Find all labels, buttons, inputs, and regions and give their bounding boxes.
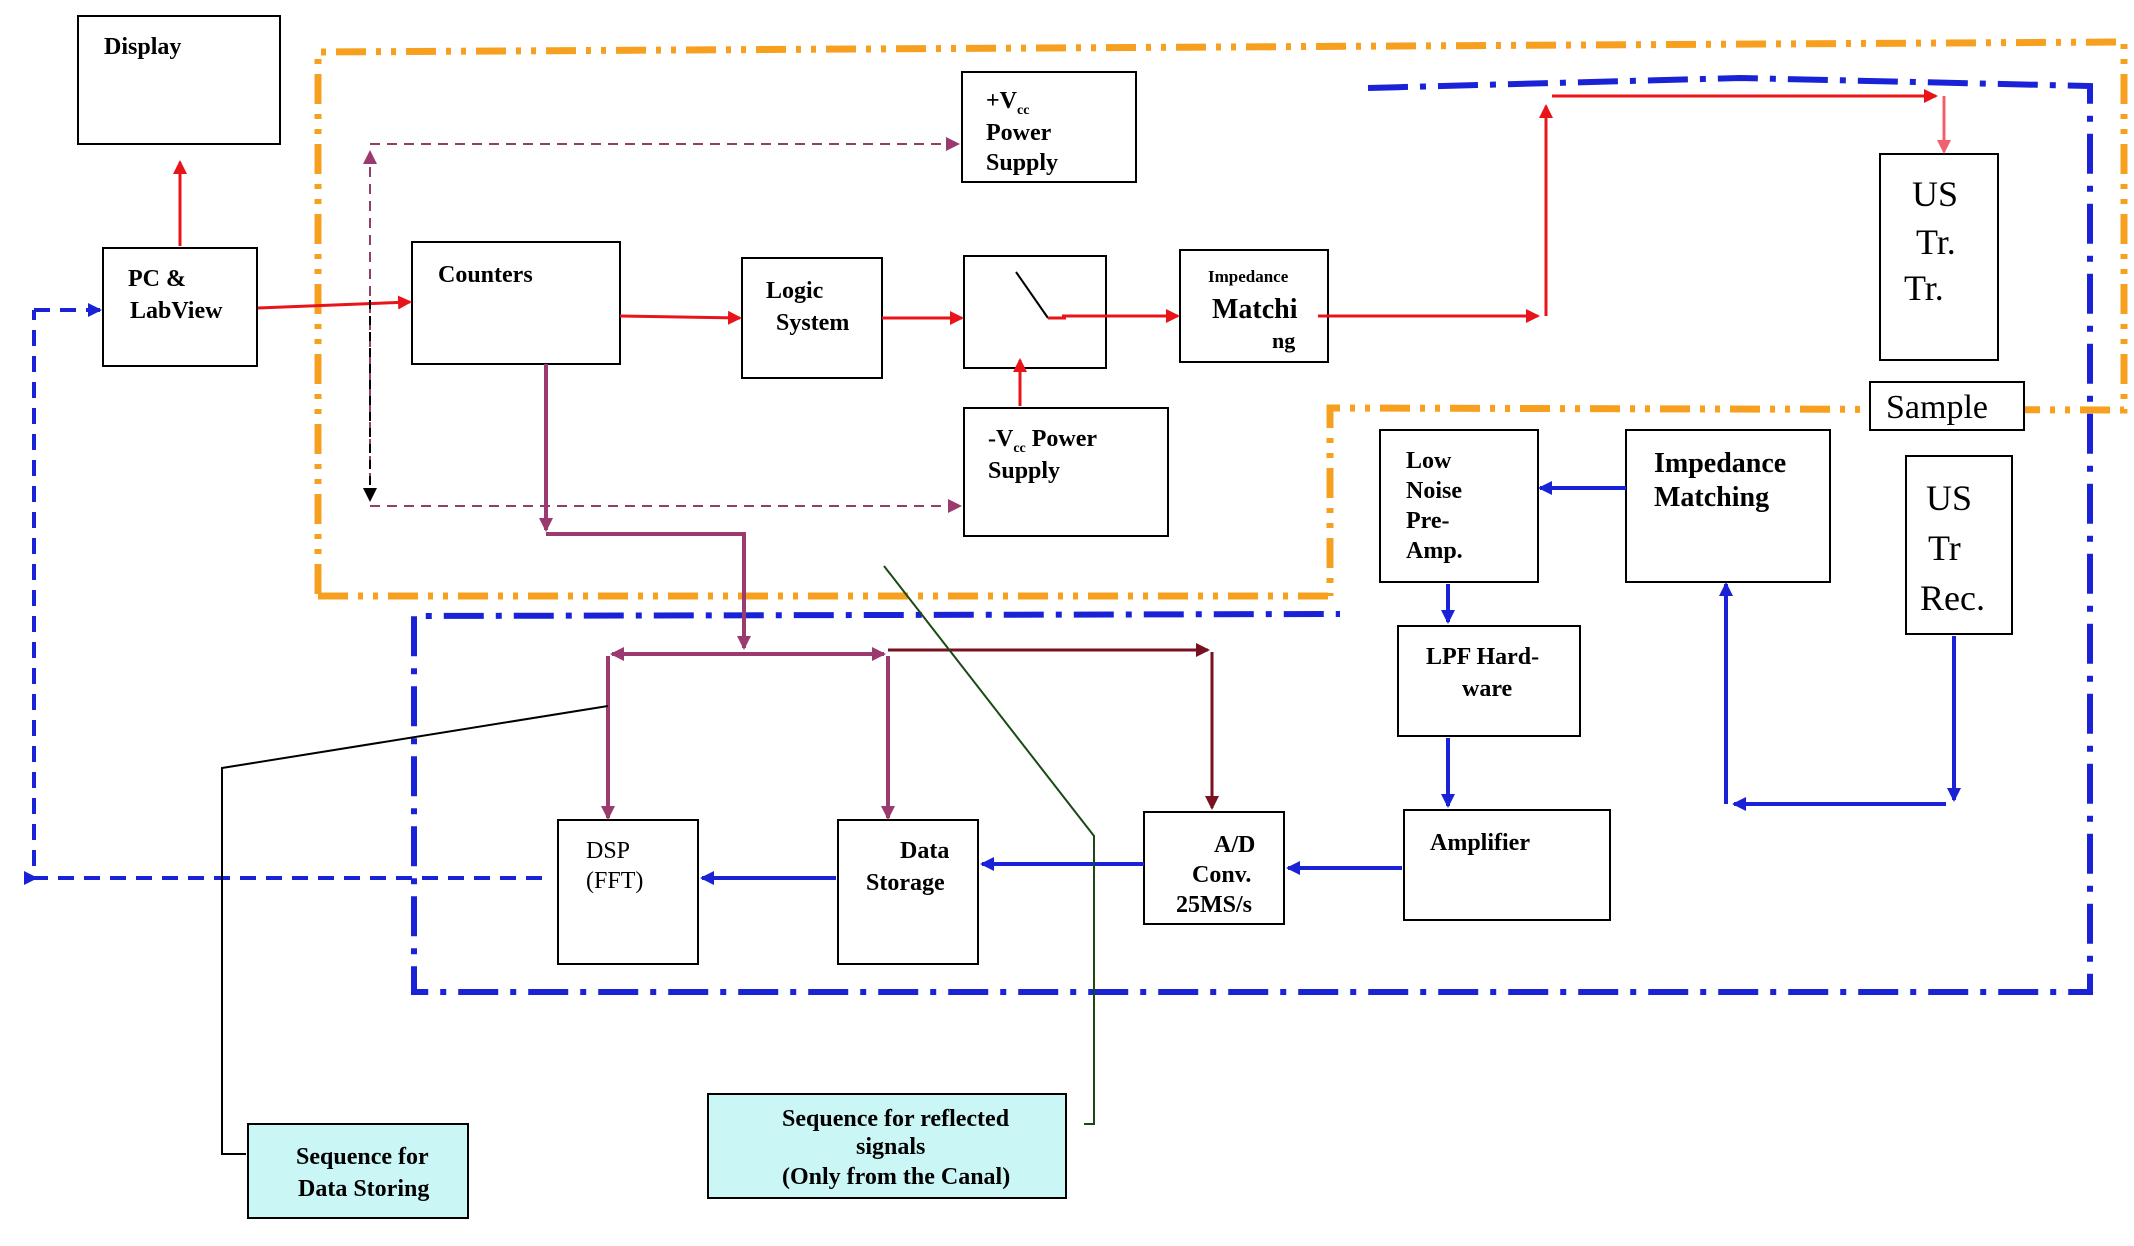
lpf-line1: LPF Hard- [1426,644,1539,670]
us-rec-line3: Rec. [1920,578,1985,618]
data-storage-block [837,819,979,965]
note-reflected-line3: (Only from the Canal) [782,1164,1010,1190]
note-reflected-line1: Sequence for reflected [782,1106,1010,1132]
lpf-line2: ware [1462,676,1513,702]
power-control-dashed [363,137,962,513]
vcc-pos-power: Power [986,120,1052,146]
logic-label-line1: Logic [766,278,824,304]
vcc-pos-sign: +V [986,88,1018,114]
us-transmitter-block [1879,153,1999,361]
us-tr-line1: US [1912,174,1958,214]
vcc-neg-label: -Vcc Power [988,426,1097,456]
vcc-neg-sign: -V [988,426,1014,452]
vcc-neg-sub: cc [1013,441,1025,456]
pc-label-line2: LabView [130,298,223,324]
us-receiver-block [1905,455,2013,635]
switch-block [963,255,1107,369]
dsp-block [557,819,699,965]
storage-line1: Data [900,838,949,864]
callout-leaders [221,565,1095,1155]
adc-line1: A/D [1214,832,1255,858]
receive-path [700,481,1961,885]
rx-group-outline [411,74,2093,995]
counters-block [411,241,621,365]
lna-line2: Noise [1406,478,1462,504]
vcc-pos-sub: cc [1017,103,1029,118]
us-tr-line3: Tr. [1904,268,1944,308]
transmit-path [173,89,1938,406]
lpf-hardware-block [1397,625,1581,737]
adc-block [1143,811,1285,925]
adc-line2: Conv. [1192,862,1251,888]
lna-line1: Low [1406,448,1452,474]
impedance-matching-tx-block [1179,249,1329,363]
lna-line4: Amp. [1406,538,1463,564]
storage-line2: Storage [866,870,945,896]
imp-tx-big-line1: Matchi [1212,294,1298,325]
pc-label-line1: PC & [128,266,186,292]
note-storing-line1: Sequence for [296,1144,429,1170]
tx-group-outline [314,38,2128,600]
logic-system-block [741,257,883,379]
amplifier-block [1403,809,1611,921]
adc-line3: 25MS/s [1176,892,1252,918]
feedback-dashed-path [24,303,542,885]
counters-label: Counters [438,262,533,288]
logic-label-line2: System [776,310,849,336]
lna-line3: Pre- [1406,508,1450,534]
us-tr-line2: Tr. [1916,222,1956,262]
adc-control-path [888,643,1219,810]
vcc-pos-label: +Vcc [986,88,1029,118]
imp-tx-small: Impedance [1208,267,1289,286]
us-rec-line1: US [1926,478,1972,518]
vcc-neg-supply: Supply [988,458,1060,484]
display-label: Display [104,34,181,60]
note-data-storing [247,1123,469,1219]
vcc-negative-supply-block [963,407,1169,537]
vcc-pos-supply: Supply [986,150,1058,176]
dsp-line2: (FFT) [586,868,643,894]
pc-labview-block [102,247,258,367]
sample-block [1869,381,2025,431]
sample-label: Sample [1886,389,1988,426]
dsp-line1: DSP [586,838,630,864]
imp-rx-line2: Matching [1654,482,1769,513]
vcc-neg-power: Power [1026,426,1098,452]
note-reflected-line2: signals [856,1134,925,1160]
counter-control-path [539,364,895,820]
note-storing-line2: Data Storing [298,1176,429,1202]
vcc-positive-supply-block [961,71,1137,183]
low-noise-preamp-block [1379,429,1539,583]
impedance-matching-rx-block [1625,429,1831,583]
switch-symbol [1015,271,1049,319]
display-block [77,15,281,145]
us-rec-line2: Tr [1928,528,1961,568]
note-reflected-signals [707,1093,1067,1199]
imp-rx-line1: Impedance [1654,448,1786,479]
imp-tx-big-line2: ng [1272,328,1295,353]
amplifier-label: Amplifier [1430,830,1530,856]
